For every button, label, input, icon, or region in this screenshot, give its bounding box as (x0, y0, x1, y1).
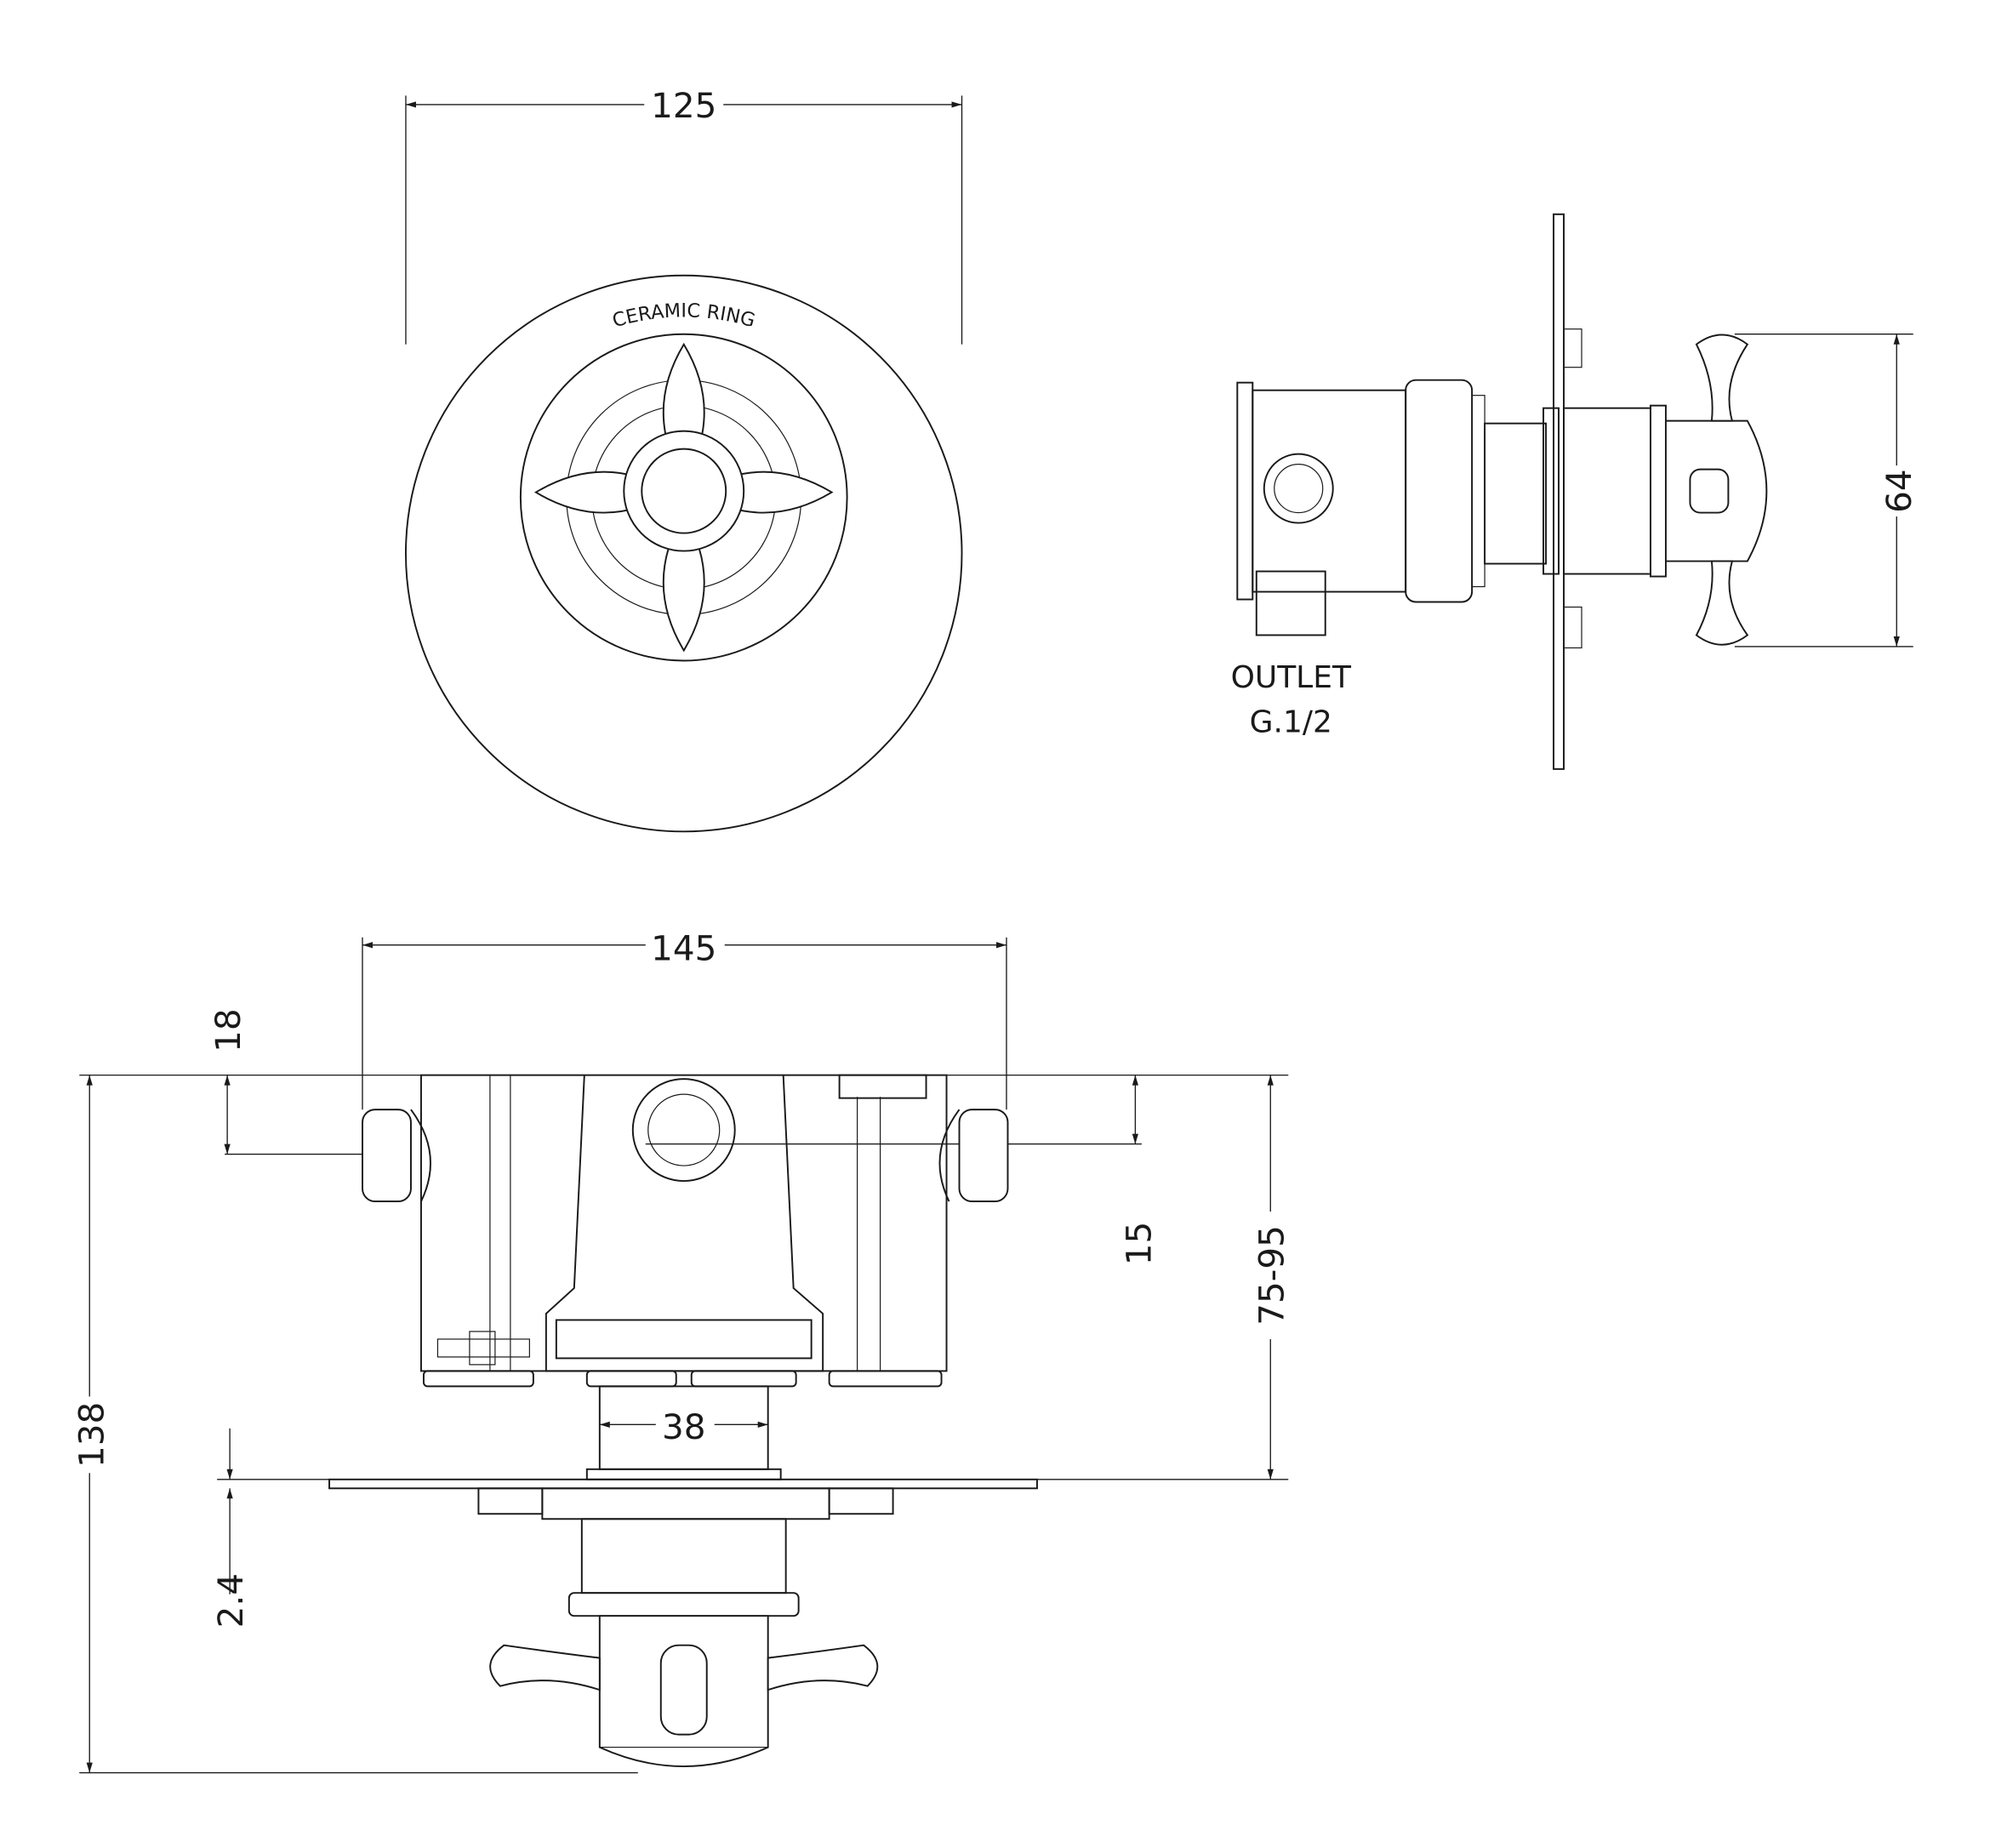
handle-body (1664, 419, 1768, 562)
inlet-port-inner (647, 1093, 721, 1166)
plate-lug (1563, 328, 1582, 368)
mounting-feet (422, 1370, 943, 1388)
handle-lever-bottom (1695, 560, 1749, 646)
handle-lever-left (489, 1644, 601, 1691)
dimension-38-label: 38 (662, 1406, 706, 1447)
plan-view: 145 38 (70, 926, 1292, 1774)
side-view: 64 OUTLET G.1/2 (1231, 213, 1919, 770)
inlet-left (362, 1109, 412, 1202)
handle-indicator (659, 1644, 708, 1736)
valve-body (1252, 389, 1407, 593)
body-flange (1236, 381, 1254, 601)
body-collar (1405, 379, 1474, 603)
valve-box (419, 1074, 948, 1372)
handle-indicator (1689, 468, 1730, 514)
inlet-right-neck (938, 1109, 961, 1202)
outlet-label: OUTLET (1231, 660, 1352, 695)
dimension-18-label: 18 (208, 1008, 248, 1052)
dimension-125-label: 125 (651, 85, 716, 126)
spindle-seal (585, 1468, 782, 1480)
sleeve (580, 1518, 787, 1594)
handle-lever-right (767, 1644, 879, 1691)
inlet-left-neck (410, 1109, 431, 1202)
cover-plate (405, 274, 963, 833)
dimension-2-4-label: 2.4 (210, 1573, 251, 1628)
outlet-connector (1255, 570, 1326, 636)
dimension-75-95-label: 75-95 (1251, 1225, 1292, 1326)
dimension-64-label: 64 (1879, 469, 1919, 513)
wall-plate (328, 1478, 1038, 1490)
sleeve (1563, 407, 1651, 575)
plate-seal (1542, 407, 1560, 575)
outlet-port-inner (1274, 464, 1324, 514)
hub-cap (641, 448, 727, 534)
sleeve-ring (1649, 404, 1667, 578)
handle-lever-top (1695, 334, 1749, 422)
plate-lug (477, 1487, 544, 1515)
level-indicator (436, 1338, 530, 1358)
dimension-15-label: 15 (1118, 1222, 1159, 1266)
outlet-port (1263, 453, 1334, 524)
housing-band (555, 1319, 813, 1360)
handle-body (598, 1615, 769, 1767)
sleeve-ring (567, 1592, 800, 1617)
ceramic-ring (519, 333, 848, 662)
inlet-right (958, 1109, 1009, 1202)
front-view: 125 CERAMIC RING (405, 83, 963, 833)
plate-lug (828, 1487, 894, 1515)
inlet-port (631, 1078, 736, 1183)
level-bubble (469, 1331, 496, 1366)
box-tab (838, 1074, 927, 1099)
plate-boss (541, 1487, 830, 1520)
dimension-145-label: 145 (651, 928, 716, 969)
cartridge-housing (545, 1075, 824, 1372)
dimension-138-label: 138 (71, 1402, 112, 1468)
spindle (1484, 422, 1548, 565)
body-washer (1471, 395, 1485, 588)
outlet-thread-label: G.1/2 (1250, 704, 1332, 739)
ceramic-ring-label: CERAMIC RING (610, 299, 757, 332)
plate-lug (1563, 606, 1582, 649)
